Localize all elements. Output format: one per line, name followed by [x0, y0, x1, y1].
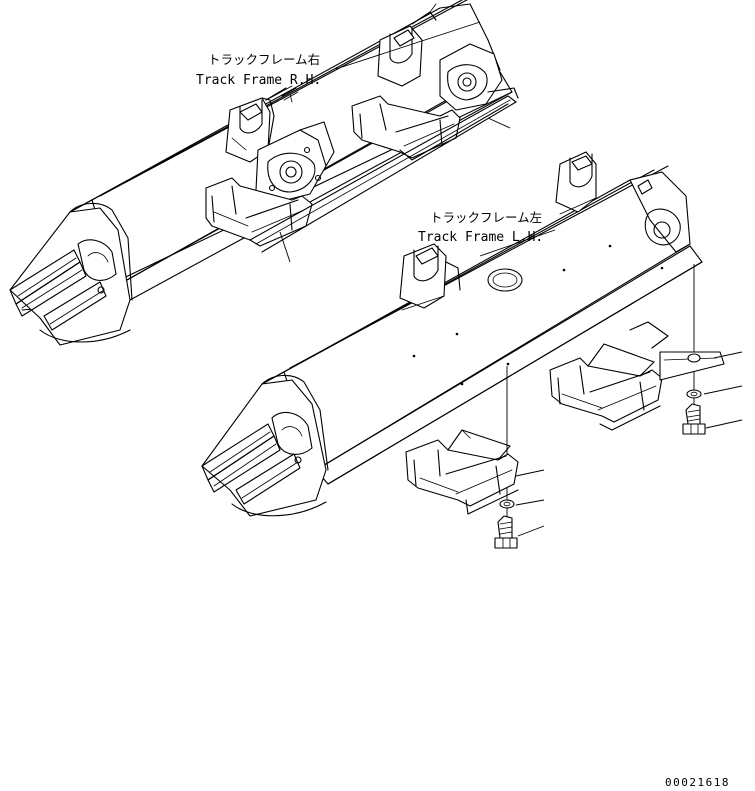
label-track-frame-rh-en: Track Frame R.H.	[196, 73, 321, 88]
bolt-front	[494, 515, 518, 549]
washer-front	[499, 499, 515, 509]
track-guard-front	[405, 429, 519, 515]
track-frame-rh	[9, 0, 519, 346]
label-track-frame-lh-en: Track Frame L.H.	[418, 230, 543, 245]
track-guard-rear	[549, 321, 725, 431]
document-number: 00021618	[665, 776, 730, 789]
label-track-frame-rh-jp: トラックフレーム右	[208, 52, 320, 67]
bolt-rear	[682, 403, 706, 435]
washer-rear-plate	[687, 353, 701, 363]
washer-rear	[686, 389, 702, 399]
track-frame-lh	[201, 151, 703, 517]
label-track-frame-lh-jp: トラックフレーム左	[430, 210, 542, 225]
